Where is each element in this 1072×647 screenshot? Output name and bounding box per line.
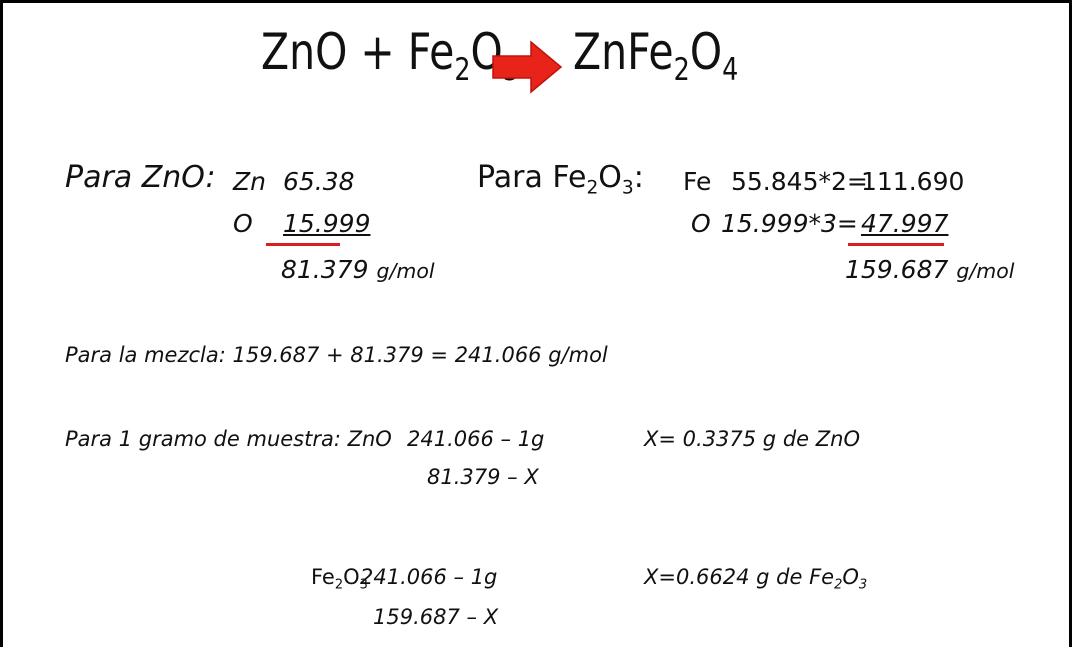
reaction-equation: ZnO + Fe2O3 [261, 27, 576, 85]
mezcla-line: Para la mezcla: 159.687 + 81.379 = 241.0… [65, 343, 608, 367]
fe2o3-formula-sub-a: 2 [334, 577, 344, 593]
fe2o3-formula-a: Fe [311, 565, 335, 589]
fe-calc: 55.845*2= [731, 167, 868, 196]
fe2o3-result-a: X=0.6624 g de Fe [644, 565, 835, 589]
reactant-subscript-a: 2 [454, 51, 471, 88]
zno-zn-mass: 65.38 [283, 167, 355, 196]
zno-sum-divider [266, 243, 340, 246]
fe2o3-o-result: 47.997 [861, 209, 949, 238]
reaction-product: ZnFe2O4 [573, 27, 775, 85]
fe2o3-proportion-line1: 241.066 – 1g [360, 565, 498, 589]
fe2o3-o-symbol: O [691, 209, 711, 238]
fe2o3-o-calc: 15.999*3= [721, 209, 858, 238]
zno-result: X= 0.3375 g de ZnO [644, 427, 860, 451]
fe-result: 111.690 [861, 167, 965, 196]
fe2o3-label-sub-b: 3 [621, 177, 634, 199]
zno-o-symbol: O [233, 209, 253, 238]
fe2o3-proportion-formula: Fe2O3 [311, 565, 368, 592]
product-subscript-b: 4 [722, 51, 739, 88]
product-subscript-a: 2 [673, 51, 690, 88]
fe2o3-sum-divider [848, 243, 944, 246]
zno-proportion-line2: 81.379 – X [427, 465, 539, 489]
fe2o3-total-value: 159.687 [845, 255, 949, 284]
fe2o3-total-unit: g/mol [956, 259, 1015, 283]
fe2o3-formula-b: O [343, 565, 360, 589]
fe2o3-proportion-line2: 159.687 – X [373, 605, 499, 629]
zno-o-mass: 15.999 [283, 209, 371, 238]
zno-total-value: 81.379 [281, 255, 369, 284]
fe2o3-label-b: O [598, 160, 622, 195]
product-part-b: O [689, 23, 723, 81]
muestra-label: Para 1 gramo de muestra: ZnO [65, 427, 392, 451]
fe2o3-label-sub-a: 2 [586, 177, 599, 199]
fe2o3-label: Para Fe2O3: [477, 160, 644, 198]
fe2o3-formula-sub-b: 3 [359, 577, 368, 593]
zno-label: Para ZnO: [65, 160, 216, 195]
zno-total-unit: g/mol [376, 259, 435, 283]
fe2o3-result-sub-a: 2 [834, 577, 843, 593]
product-part-a: ZnFe [573, 23, 674, 81]
fe2o3-result-sub-b: 3 [858, 577, 868, 593]
reaction-arrow-icon [492, 40, 563, 94]
fe-symbol: Fe [683, 167, 712, 196]
reactants-part-a: ZnO + Fe [261, 23, 455, 81]
zno-total: 81.379 g/mol [281, 257, 435, 282]
zno-zn-symbol: Zn [233, 167, 266, 196]
fe2o3-label-a: Para Fe [477, 160, 587, 195]
fe2o3-result: X=0.6624 g de Fe2O3 [644, 565, 867, 592]
fe2o3-label-colon: : [633, 160, 644, 195]
zno-proportion-line1: 241.066 – 1g [407, 427, 545, 451]
fe2o3-result-b: O [842, 565, 859, 589]
fe2o3-total: 159.687 g/mol [845, 257, 1014, 282]
